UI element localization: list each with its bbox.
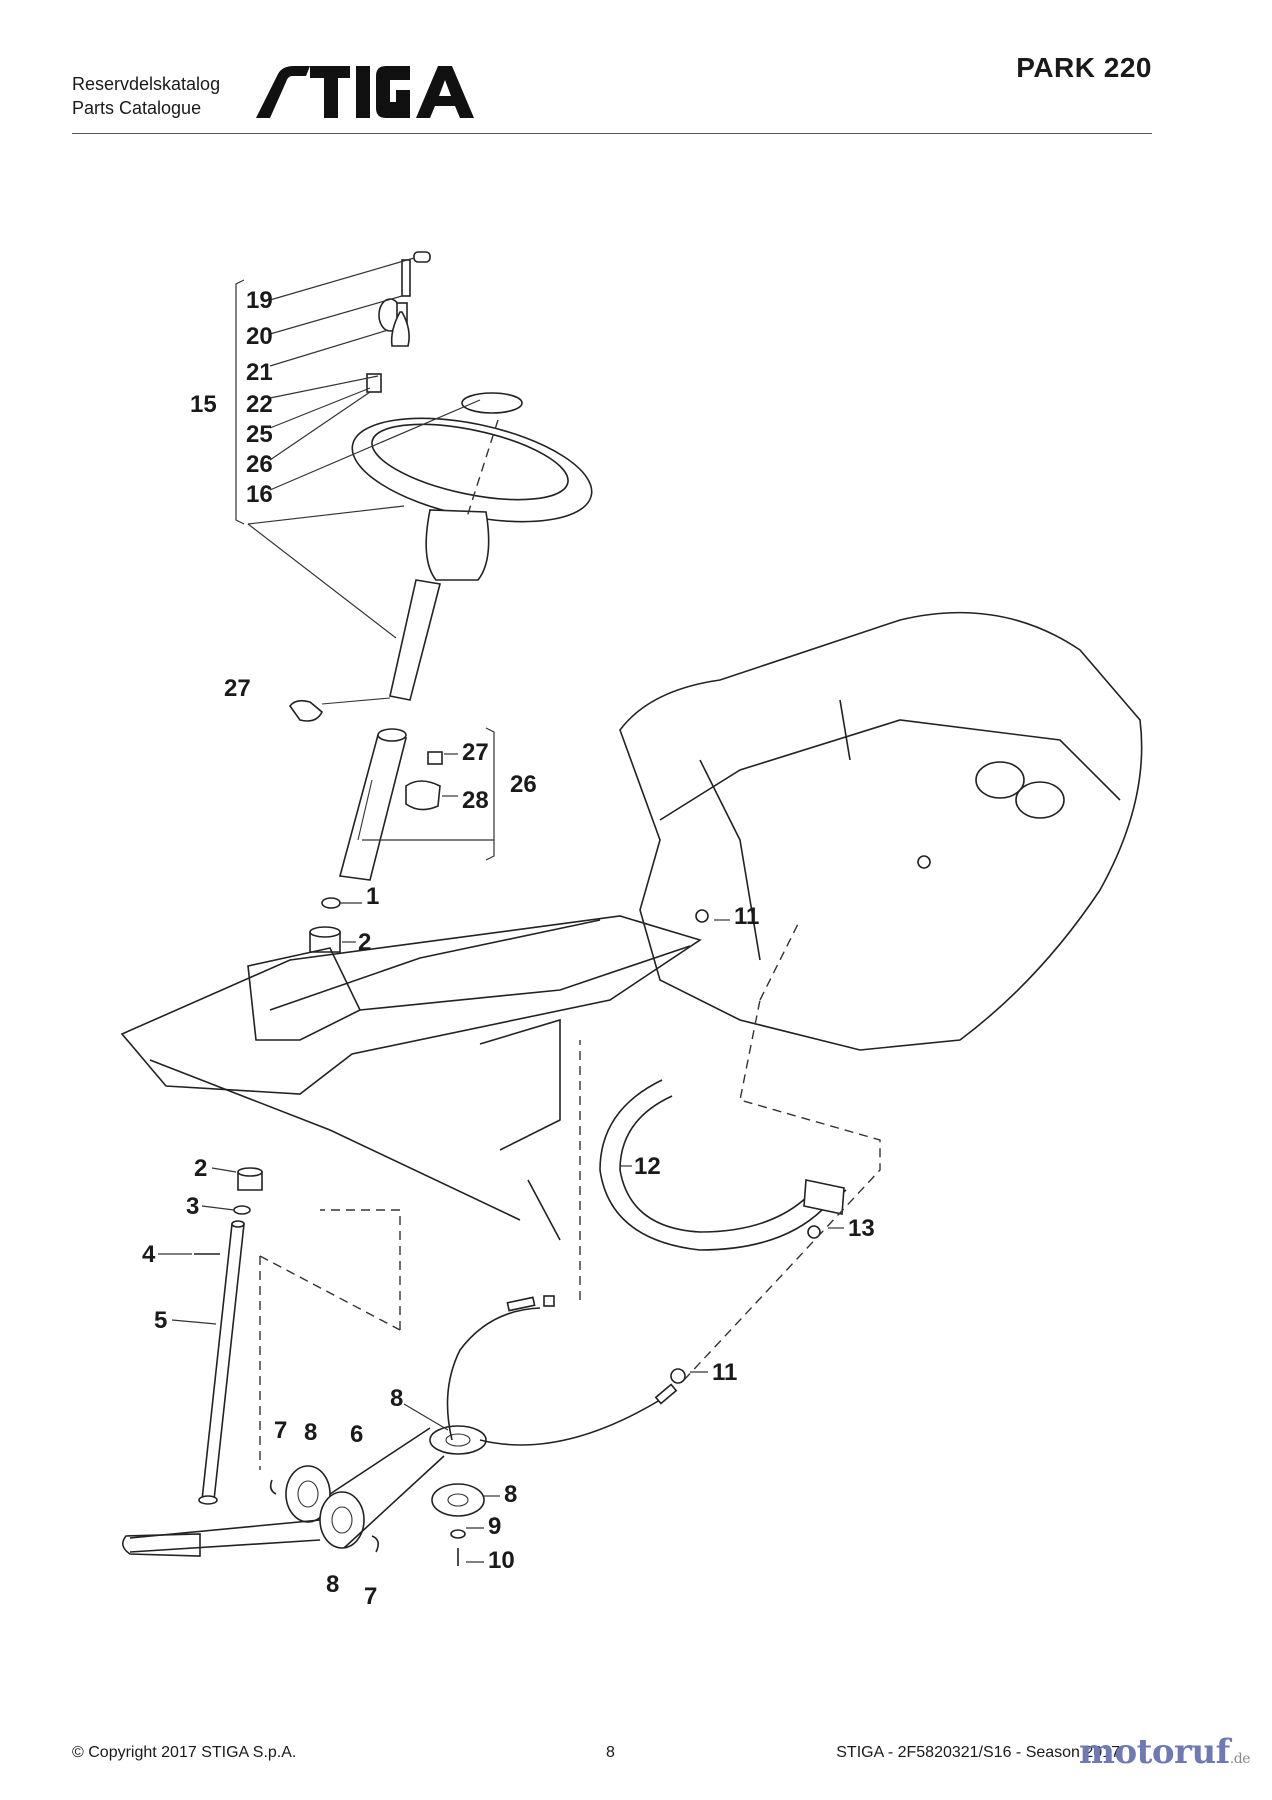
catalog-title-line1: Reservdelskatalog [72,74,221,94]
callout-8-bottom: 8 [326,1571,339,1598]
callout-1: 1 [366,883,379,910]
watermark-text: motoruf [1079,1732,1230,1772]
pulley-system [122,1425,487,1566]
callouts: 19 20 21 15 22 25 26 16 27 27 26 28 1 2 … [142,287,875,1610]
bushings [194,897,341,1255]
callout-8-right: 8 [504,1481,517,1508]
steering-column [289,579,443,881]
header-divider [72,133,1152,134]
leader-lines [158,257,844,1563]
footer-copyright: © Copyright 2017 STIGA S.p.A. [72,1744,297,1761]
callout-5: 5 [154,1307,167,1334]
assembly-dashes [259,419,881,1470]
belt-guard [599,1079,847,1251]
deck-shell [619,611,1143,1051]
callout-2-bottom: 2 [194,1155,207,1182]
footer-page-number: 8 [606,1744,615,1761]
callout-28: 28 [462,787,489,814]
callout-19: 21 [246,359,273,386]
callout-8-top: 8 [390,1385,403,1412]
callout-6: 6 [350,1421,363,1448]
callout-9: 9 [488,1513,501,1540]
callout-8-left: 8 [304,1419,317,1446]
callout-4: 4 [142,1241,156,1268]
stiga-logo [256,66,474,118]
callout-15: 15 [190,391,217,418]
callout-20: 22 [246,391,273,418]
catalog-title-line2: Parts Catalogue [72,98,202,118]
callout-7-bottom: 7 [364,1583,377,1610]
callout-11-bottom: 11 [712,1359,737,1386]
callout-2-top: 2 [358,929,371,956]
callout-22: 26 [246,451,273,478]
shaft [198,1220,245,1505]
callout-18: 20 [246,323,273,350]
catalog-title: Reservdelskatalog Parts Catalogue [72,72,220,120]
callout-13: 13 [848,1215,875,1242]
footer-doc-ref: STIGA - 2F5820321/S16 - Season 2017 [836,1744,1120,1761]
cable [446,855,931,1446]
callout-27: 27 [462,739,489,766]
callout-16: 16 [246,481,273,508]
model-title: PARK 220 [1016,52,1152,83]
callout-26: 26 [510,771,537,798]
callout-10: 10 [488,1547,515,1574]
callout-12: 12 [634,1153,661,1180]
callout-17: 19 [246,287,273,314]
callout-11-top: 11 [734,903,759,930]
callout-25: 27 [224,675,251,702]
callout-3: 3 [186,1193,199,1220]
steering-wheel [351,251,593,581]
chassis-frame [120,915,702,1241]
watermark-suffix: .de [1229,1751,1251,1767]
callout-7-left: 7 [274,1417,287,1444]
watermark: motoruf.de [1079,1732,1251,1772]
callout-21: 25 [246,421,273,448]
